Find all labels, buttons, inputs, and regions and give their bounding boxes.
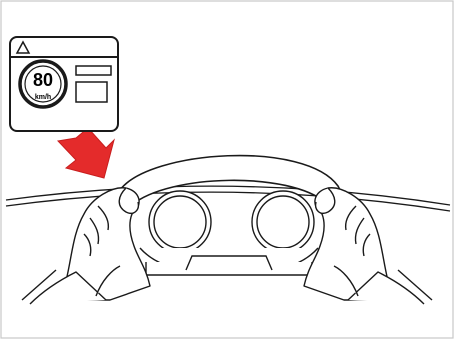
speed-unit: km/h [35,94,51,101]
head-up-display-panel: 80 km/h [10,37,118,131]
speed-limit-sign: 80 km/h [20,61,66,107]
info-box [76,82,107,102]
steering-column [140,248,318,275]
info-bar [76,66,111,75]
speed-value: 80 [33,70,53,90]
